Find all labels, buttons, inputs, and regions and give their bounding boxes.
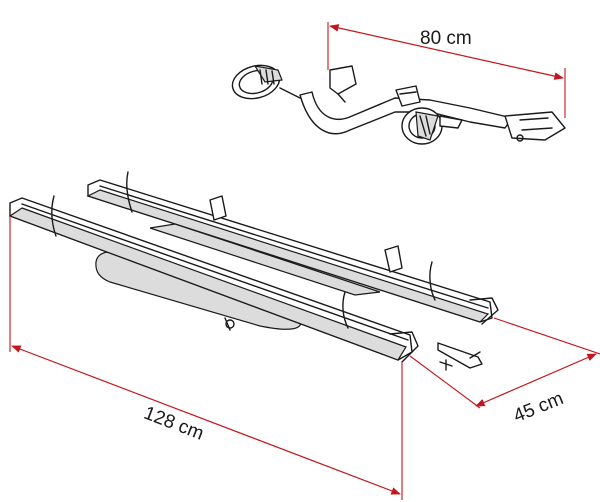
dimension-80cm: 80 cm — [327, 22, 566, 118]
dimension-label-128cm: 128 cm — [141, 403, 207, 445]
holding-arm — [231, 64, 566, 145]
dimension-45cm: 45 cm — [409, 317, 600, 427]
dimension-label-45cm: 45 cm — [511, 388, 567, 427]
wheel-rails — [8, 171, 499, 371]
dimension-label-80cm: 80 cm — [420, 28, 472, 49]
